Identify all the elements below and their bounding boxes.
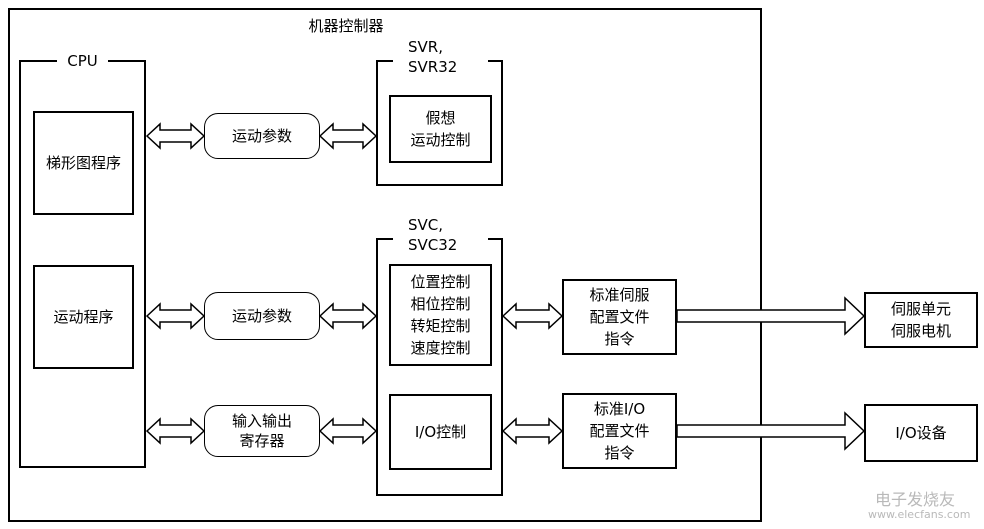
svr-top-right-line bbox=[488, 60, 503, 62]
virtual-motion-line2: 运动控制 bbox=[410, 131, 471, 149]
io-profile-line2: 配置文件 bbox=[589, 422, 650, 440]
io-profile-line3: 指令 bbox=[604, 444, 635, 462]
motion-params-top-label: 运动参数 bbox=[231, 127, 292, 145]
servo-profile-line2: 配置文件 bbox=[589, 308, 650, 326]
io-device-box: I/O设备 bbox=[864, 404, 978, 462]
io-control-box: I/O控制 bbox=[389, 394, 492, 470]
motion-params-mid-label: 运动参数 bbox=[231, 307, 292, 325]
speed-control-label: 速度控制 bbox=[410, 339, 471, 357]
servo-control-box: 位置控制 相位控制 转矩控制 速度控制 bbox=[389, 264, 492, 366]
virtual-motion-line1: 假想 bbox=[425, 109, 456, 127]
phase-control-label: 相位控制 bbox=[410, 295, 471, 313]
io-register-line1: 输入输出 bbox=[231, 412, 292, 430]
svc-group bbox=[376, 238, 503, 496]
arrow-ioreg-svc bbox=[318, 417, 378, 445]
position-control-label: 位置控制 bbox=[410, 273, 471, 291]
ladder-program-box: 梯形图程序 bbox=[33, 111, 134, 215]
svc-label-1: SVC, bbox=[408, 216, 444, 234]
servo-unit-box: 伺服单元 伺服电机 bbox=[864, 292, 978, 348]
arrow-cpu-ioreg bbox=[145, 417, 206, 445]
arrow-params-svc bbox=[318, 302, 378, 330]
svr-top-left-line bbox=[376, 60, 393, 62]
virtual-motion-box: 假想 运动控制 bbox=[389, 95, 492, 163]
arrow-svc-servo-profile bbox=[501, 302, 564, 330]
servo-profile-line1: 标准伺服 bbox=[589, 286, 650, 304]
motion-program-label: 运动程序 bbox=[53, 308, 114, 326]
motion-params-mid: 运动参数 bbox=[204, 292, 320, 340]
ladder-program-label: 梯形图程序 bbox=[45, 154, 121, 172]
servo-profile-box: 标准伺服 配置文件 指令 bbox=[562, 279, 677, 355]
servo-profile-line3: 指令 bbox=[604, 330, 635, 348]
servo-unit-line1: 伺服单元 bbox=[890, 300, 951, 318]
svr-label-1: SVR, bbox=[408, 38, 443, 56]
svc-top-left-line bbox=[376, 238, 393, 240]
machine-controller-title: 机器控制器 bbox=[296, 15, 396, 37]
svr-group bbox=[376, 60, 503, 186]
arrow-to-io-device bbox=[676, 411, 866, 451]
io-register-pill: 输入输出 寄存器 bbox=[204, 405, 320, 457]
arrow-ladder-params bbox=[145, 122, 206, 150]
arrow-motion-params bbox=[145, 302, 206, 330]
io-control-label: I/O控制 bbox=[414, 423, 467, 441]
io-device-label: I/O设备 bbox=[895, 424, 947, 442]
cpu-group bbox=[19, 60, 146, 468]
arrow-params-svr bbox=[318, 122, 378, 150]
io-profile-line1: 标准I/O bbox=[593, 400, 646, 418]
cpu-top-right-line bbox=[108, 60, 146, 62]
cpu-label: CPU bbox=[67, 52, 98, 70]
io-profile-box: 标准I/O 配置文件 指令 bbox=[562, 393, 677, 469]
watermark-url: www.elecfans.com bbox=[868, 508, 971, 521]
svc-top-right-line bbox=[488, 238, 503, 240]
cpu-top-left-line bbox=[19, 60, 57, 62]
servo-unit-line2: 伺服电机 bbox=[890, 322, 951, 340]
svc-label-2: SVC32 bbox=[408, 236, 458, 254]
motion-params-top: 运动参数 bbox=[204, 113, 320, 159]
watermark-logo-text: 电子发烧友 bbox=[875, 490, 956, 509]
arrow-to-servo-unit bbox=[676, 296, 866, 336]
svr-label-2: SVR32 bbox=[408, 58, 458, 76]
torque-control-label: 转矩控制 bbox=[410, 317, 471, 335]
arrow-svc-io-profile bbox=[501, 417, 564, 445]
io-register-line2: 寄存器 bbox=[239, 432, 285, 450]
motion-program-box: 运动程序 bbox=[33, 265, 134, 369]
